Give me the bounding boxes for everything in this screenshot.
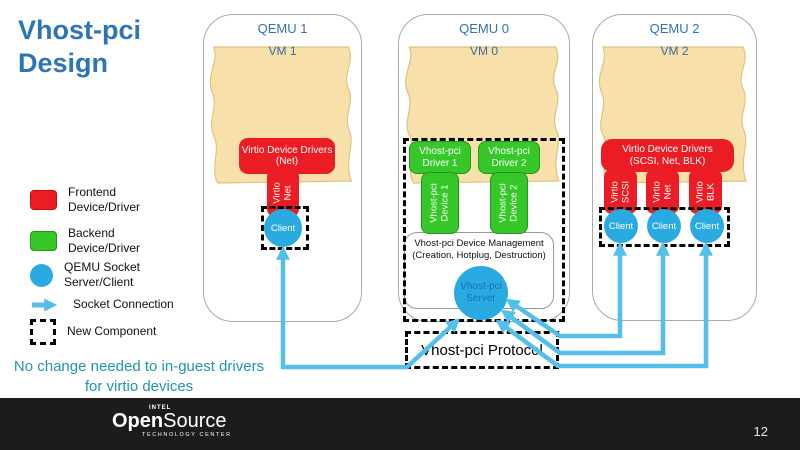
virtio-scsi-device-box: Virtio SCSI	[604, 169, 637, 214]
dashed-box-icon	[30, 319, 56, 345]
virtio-blk-device-box: Virtio BLK	[689, 169, 722, 214]
slide-title: Vhost-pci Design	[18, 14, 141, 80]
legend-item-new-component: New Component	[30, 319, 156, 345]
legend-label: Backend Device/Driver	[68, 226, 141, 256]
qemu2-client1-circle: Client	[604, 209, 638, 243]
legend-item-frontend: Frontend Device/Driver	[30, 185, 140, 216]
socket-circle-icon	[30, 263, 53, 287]
qemu1-container: QEMU 1 VM 1 Virtio Device Drivers (Net) …	[203, 14, 362, 322]
virtio-net-device-box: Virtio Net	[646, 169, 679, 214]
legend-item-backend: Backend Device/Driver	[30, 226, 140, 257]
backend-swatch-icon	[30, 231, 57, 252]
legend-label: Frontend Device/Driver	[68, 185, 141, 215]
legend-item-socket: QEMU Socket Server/Client	[30, 260, 140, 291]
socket-arrow-icon	[32, 298, 58, 312]
frontend-swatch-icon	[30, 190, 57, 211]
qemu0-title: QEMU 0	[459, 21, 509, 36]
vm1-label: VM 1	[268, 44, 297, 58]
qemu1-client-circle: Client	[264, 209, 302, 247]
virtio-device-drivers-net-box: Virtio Device Drivers (Net)	[239, 138, 335, 174]
virtio-device-drivers-scsi-net-blk-box: Virtio Device Drivers (SCSI, Net, BLK)	[601, 139, 734, 172]
legend-label: New Component	[67, 324, 157, 339]
vm0-label: VM 0	[469, 44, 498, 58]
qemu0-new-component-box	[403, 138, 565, 322]
qemu2-client2-circle: Client	[647, 209, 681, 243]
footer-bar	[0, 398, 800, 450]
vhost-pci-protocol-box: Vhost-pci Protocol	[405, 331, 559, 369]
page-number: 12	[753, 424, 768, 439]
vhost-pci-driver1-box: Vhost-pci Driver 1	[409, 141, 471, 174]
qemu0-container: QEMU 0 VM 0 Vhost-pci Driver 1 Vhost-pci…	[398, 14, 570, 322]
intel-opensource-logo: INTEL OpenSource TECHNOLOGY CENTER	[112, 405, 232, 438]
qemu2-client3-circle: Client	[690, 209, 724, 243]
legend-item-connection: Socket Connection	[30, 297, 174, 312]
vhost-pci-device2-box: Vhost-pci Device 2	[490, 172, 528, 234]
vhost-pci-server-circle: Vhost-pci Server	[454, 266, 508, 320]
note-text: No change needed to in-guest drivers for…	[13, 358, 265, 396]
qemu1-title: QEMU 1	[257, 21, 308, 36]
qemu2-title: QEMU 2	[649, 21, 700, 36]
legend-label: Socket Connection	[73, 297, 174, 311]
vhost-pci-device1-box: Vhost-pci Device 1	[421, 172, 459, 234]
slide-title-line2: Design	[18, 47, 109, 78]
slide-title-line1: Vhost-pci	[18, 15, 142, 45]
qemu2-container: QEMU 2 VM 2 Virtio Device Drivers (SCSI,…	[592, 14, 757, 321]
vm2-label: VM 2	[660, 44, 689, 58]
legend-label: QEMU Socket Server/Client	[64, 260, 141, 290]
